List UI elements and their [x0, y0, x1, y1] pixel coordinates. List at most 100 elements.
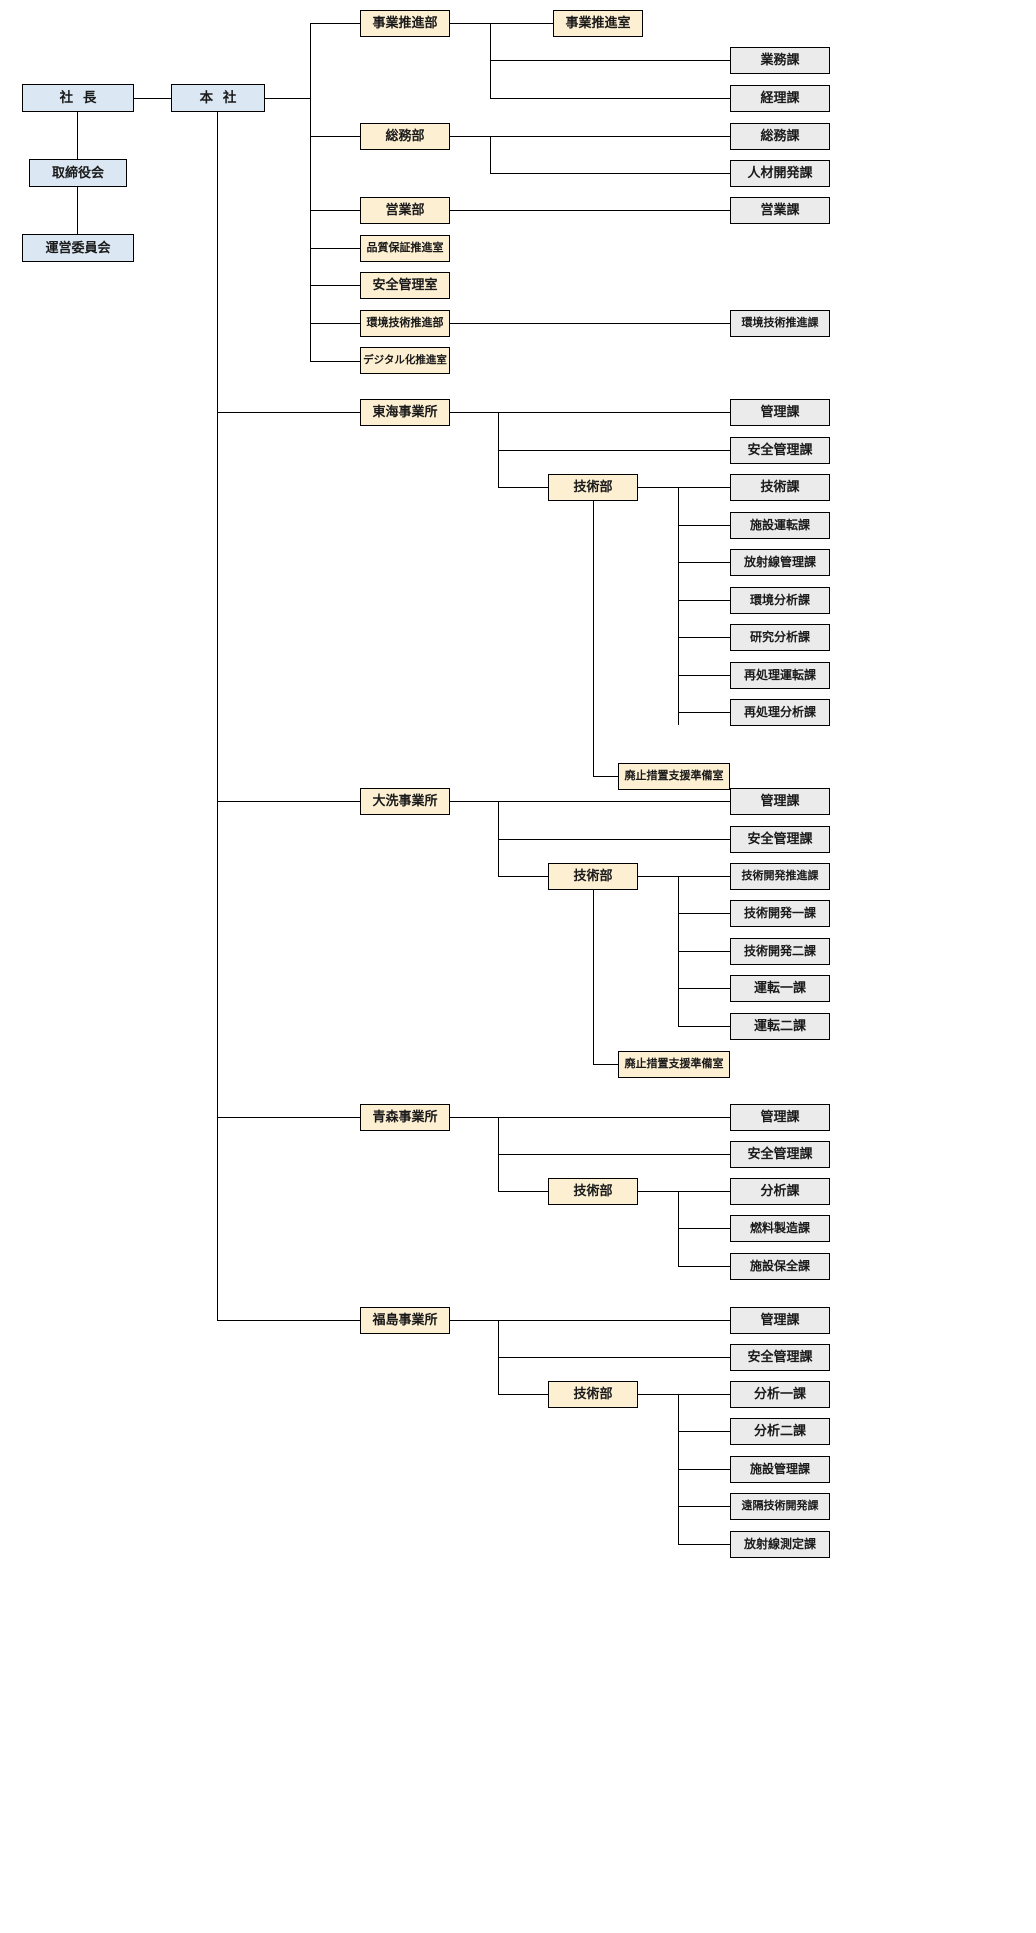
connector-oarai-haishi-vertical — [593, 890, 594, 1064]
connector-spine-tokai — [217, 412, 360, 413]
node-office-safety-management[interactable]: 安全管理室 — [360, 272, 450, 299]
node-aomori-technical-division[interactable]: 技術部 — [548, 1178, 638, 1205]
node-oarai-tech-section-3[interactable]: 運転一課 — [730, 975, 830, 1002]
connector-dept-stub — [310, 361, 360, 362]
connector-tokai-trunk — [498, 412, 499, 487]
connector-gijutsu-gijutsuka — [638, 487, 730, 488]
connector-oarai-sec — [678, 913, 730, 914]
connector-gijutsu-haishi — [593, 776, 618, 777]
connector-spine-fukushima — [217, 1320, 360, 1321]
node-section-hr-development[interactable]: 人材開発課 — [730, 160, 830, 187]
node-tokai-section-kanri[interactable]: 管理課 — [730, 399, 830, 426]
node-fukushima-tech-section-3[interactable]: 遠隔技術開発課 — [730, 1493, 830, 1520]
connector-aomori-sec — [678, 1228, 730, 1229]
connector-gijutsu-sec — [678, 562, 730, 563]
node-aomori-section-anzen[interactable]: 安全管理課 — [730, 1141, 830, 1168]
connector-oarai-anzen — [498, 839, 730, 840]
node-oarai-tech-section-4[interactable]: 運転二課 — [730, 1013, 830, 1040]
node-tokai-tech-section-6[interactable]: 再処理分析課 — [730, 699, 830, 726]
connector-fukushima-sec — [678, 1431, 730, 1432]
connector-gijutsu-haishi-vertical — [593, 501, 594, 776]
node-tokai-tech-section-1[interactable]: 施設運転課 — [730, 512, 830, 539]
node-tokai-tech-section-4[interactable]: 研究分析課 — [730, 624, 830, 651]
node-tokai-tech-section-2[interactable]: 放射線管理課 — [730, 549, 830, 576]
node-fukushima-technical-division[interactable]: 技術部 — [548, 1381, 638, 1408]
node-oarai-tech-section-2[interactable]: 技術開発二課 — [730, 938, 830, 965]
node-fukushima-tech-section-1[interactable]: 分析二課 — [730, 1418, 830, 1445]
connector-tokai-anzen — [498, 450, 730, 451]
connector-gijutsu-sec — [678, 712, 730, 713]
connector-dept-stub — [310, 323, 360, 324]
connector-fukushima-anzen — [498, 1357, 730, 1358]
node-office-quality-assurance[interactable]: 品質保証推進室 — [360, 235, 450, 262]
node-fukushima-section-anzen[interactable]: 安全管理課 — [730, 1344, 830, 1371]
node-section-gyomu[interactable]: 業務課 — [730, 47, 830, 74]
connector-aomori-gijutsu-first — [638, 1191, 730, 1192]
node-oarai-tech-section-1[interactable]: 技術開発一課 — [730, 900, 830, 927]
node-section-keiri[interactable]: 経理課 — [730, 85, 830, 112]
node-office-fukushima[interactable]: 福島事業所 — [360, 1307, 450, 1334]
node-tokai-technical-division[interactable]: 技術部 — [548, 474, 638, 501]
node-dept-business-promotion[interactable]: 事業推進部 — [360, 10, 450, 37]
node-office-tokai[interactable]: 東海事業所 — [360, 399, 450, 426]
connector-gijutsu-sec — [678, 675, 730, 676]
node-office-oarai[interactable]: 大洗事業所 — [360, 788, 450, 815]
connector-tokai-kanri — [450, 412, 730, 413]
node-president[interactable]: 社 長 — [22, 84, 134, 112]
connector-president-headquarters — [134, 98, 171, 99]
node-oarai-section-kanri[interactable]: 管理課 — [730, 788, 830, 815]
connector-soumu-soumuka — [490, 136, 730, 137]
connector-soumu-right — [450, 136, 490, 137]
node-tokai-section-anzen[interactable]: 安全管理課 — [730, 437, 830, 464]
node-oarai-tech-section-0[interactable]: 技術開発推進課 — [730, 863, 830, 890]
node-tokai-tech-section-5[interactable]: 再処理運転課 — [730, 662, 830, 689]
node-dept-environmental-technology[interactable]: 環境技術推進部 — [360, 310, 450, 337]
node-dept-general-affairs[interactable]: 総務部 — [360, 123, 450, 150]
node-oarai-technical-division[interactable]: 技術部 — [548, 863, 638, 890]
node-office-business-promotion[interactable]: 事業推進室 — [553, 10, 643, 37]
node-aomori-tech-section-0[interactable]: 分析課 — [730, 1178, 830, 1205]
connector-aomori-anzen — [498, 1154, 730, 1155]
connector-fukushima-kanri — [450, 1320, 730, 1321]
node-headquarters[interactable]: 本 社 — [171, 84, 265, 112]
node-office-aomori[interactable]: 青森事業所 — [360, 1104, 450, 1131]
node-oarai-decommissioning-prep-office[interactable]: 廃止措置支援準備室 — [618, 1051, 730, 1078]
connector-tokai-gijutsu — [498, 487, 548, 488]
connector-department-trunk — [310, 23, 311, 361]
node-aomori-section-kanri[interactable]: 管理課 — [730, 1104, 830, 1131]
connector-gijutsu-sec — [678, 525, 730, 526]
node-section-environmental-technology[interactable]: 環境技術推進課 — [730, 310, 830, 337]
connector-oarai-gijutsu — [498, 876, 548, 877]
node-tokai-tech-section-3[interactable]: 環境分析課 — [730, 587, 830, 614]
node-oarai-section-anzen[interactable]: 安全管理課 — [730, 826, 830, 853]
connector-fukushima-sec — [678, 1544, 730, 1545]
node-tokai-tech-section-0[interactable]: 技術課 — [730, 474, 830, 501]
connector-headquarters-spine — [217, 112, 218, 1321]
node-tokai-decommissioning-prep-office[interactable]: 廃止措置支援準備室 — [618, 763, 730, 790]
node-management-committee[interactable]: 運営委員会 — [22, 234, 134, 262]
node-aomori-tech-section-2[interactable]: 施設保全課 — [730, 1253, 830, 1280]
node-fukushima-tech-section-4[interactable]: 放射線測定課 — [730, 1531, 830, 1558]
node-fukushima-section-kanri[interactable]: 管理課 — [730, 1307, 830, 1334]
node-fukushima-tech-section-0[interactable]: 分析一課 — [730, 1381, 830, 1408]
connector-spine-oarai — [217, 801, 360, 802]
node-board-of-directors[interactable]: 取締役会 — [29, 159, 127, 187]
connector-oarai-gijutsu-first — [638, 876, 730, 877]
node-office-digitalization[interactable]: デジタル化推進室 — [360, 347, 450, 374]
connector-oarai-sec — [678, 951, 730, 952]
connector-gijutsu-sec — [678, 600, 730, 601]
connector-oarai-haishi — [593, 1064, 618, 1065]
connector-soumu-trunk — [490, 136, 491, 173]
connector-dept-stub — [310, 248, 360, 249]
connector-dept-stub — [310, 23, 360, 24]
node-fukushima-tech-section-2[interactable]: 施設管理課 — [730, 1456, 830, 1483]
connector-dept-stub — [310, 210, 360, 211]
node-dept-sales[interactable]: 営業部 — [360, 197, 450, 224]
node-section-soumu[interactable]: 総務課 — [730, 123, 830, 150]
connector-oarai-sec — [678, 988, 730, 989]
connector-oarai-sec — [678, 1026, 730, 1027]
connector-jigyo-right — [450, 23, 553, 24]
node-aomori-tech-section-1[interactable]: 燃料製造課 — [730, 1215, 830, 1242]
node-section-sales[interactable]: 営業課 — [730, 197, 830, 224]
